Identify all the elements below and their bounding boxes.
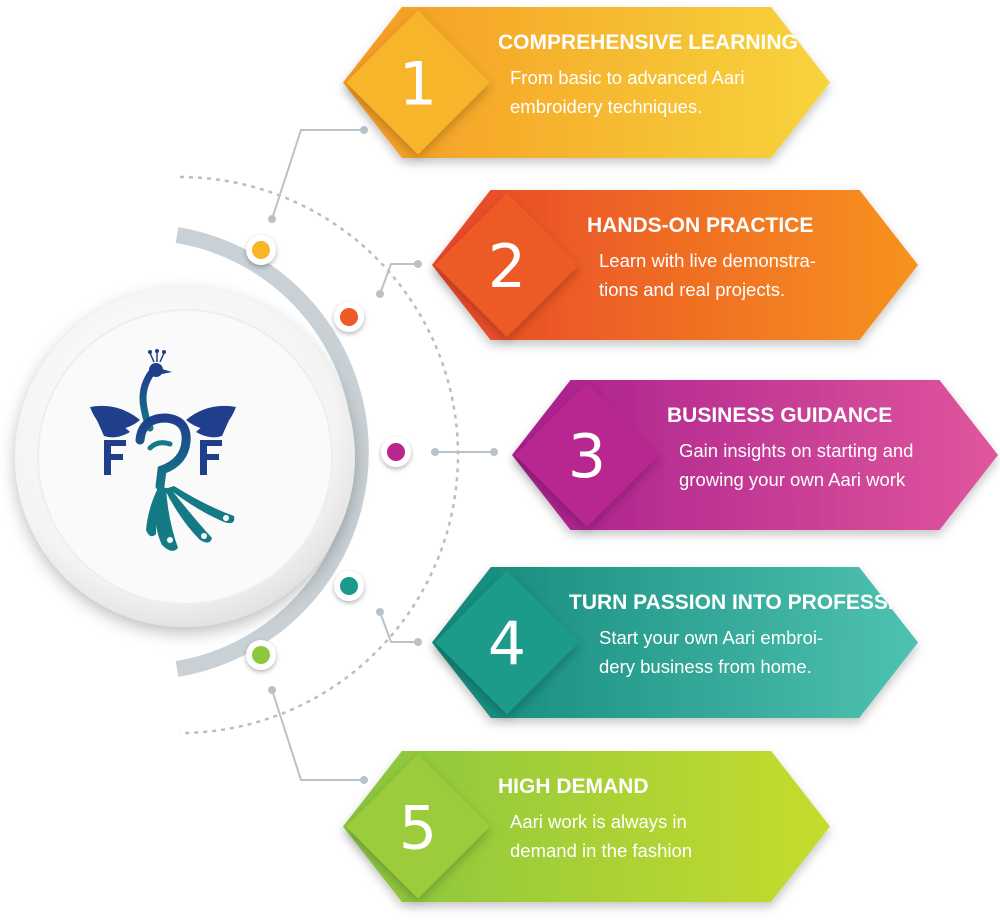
step-number-badge [435, 570, 579, 715]
arc-markers [246, 235, 411, 670]
step-number-badge [346, 10, 490, 155]
step-banner [432, 567, 918, 718]
step-number-badge [435, 193, 579, 337]
step-card-1: 1 COMPREHENSIVE LEARNING From basic to adv… [343, 7, 830, 158]
step-number: 2 [488, 232, 526, 302]
step-banner [343, 751, 830, 902]
step-title: HIGH DEMAND [498, 775, 649, 798]
step-title: BUSINESS GUIDANCE [667, 404, 892, 427]
step-banner [432, 190, 918, 340]
step-description-line-2: demand in the fashion [510, 840, 692, 861]
step-banner [512, 380, 998, 530]
step-description-line-2: growing your own Aari work [679, 469, 906, 490]
step-banner [343, 7, 830, 158]
step-title: HANDS-ON PRACTICE [587, 214, 813, 237]
step-number: 1 [399, 50, 437, 120]
step-description-line-1: Learn with live demonstra- [599, 250, 816, 271]
step-number-badge [346, 754, 490, 899]
step-card-3: 3 BUSINESS GUIDANCE Gain insights on start… [512, 380, 998, 530]
connector-lines [271, 129, 494, 781]
step-description-line-1: Aari work is always in [510, 811, 687, 832]
connector-dots [268, 126, 498, 784]
step-description-line-1: From basic to advanced Aari [510, 67, 744, 88]
step-description-line-2: dery business from home. [599, 656, 812, 677]
step-description-line-1: Gain insights on starting and [679, 440, 913, 461]
step-title: TURN PASSION INTO PROFESSION [569, 591, 925, 614]
step-number-badge [515, 383, 659, 527]
step-card-2: 2 HANDS-ON PRACTICE Learn with live demons… [432, 190, 918, 340]
step-number: 5 [399, 794, 437, 864]
step-description-line-2: embroidery techniques. [510, 96, 702, 117]
step-card-4: 4 TURN PASSION INTO PROFESSION Start your … [432, 567, 925, 718]
step-number: 4 [488, 610, 526, 680]
peacock-logo-icon [90, 349, 236, 551]
step-description-line-2: tions and real projects. [599, 279, 785, 300]
step-number: 3 [568, 422, 606, 492]
outer-dashed-arc [179, 175, 460, 735]
step-card-5: 5 HIGH DEMAND Aari work is always in demand… [343, 751, 830, 902]
arc-track [175, 227, 369, 677]
step-title: COMPREHENSIVE LEARNING [498, 31, 798, 54]
step-description-line-1: Start your own Aari embroi- [599, 627, 823, 648]
